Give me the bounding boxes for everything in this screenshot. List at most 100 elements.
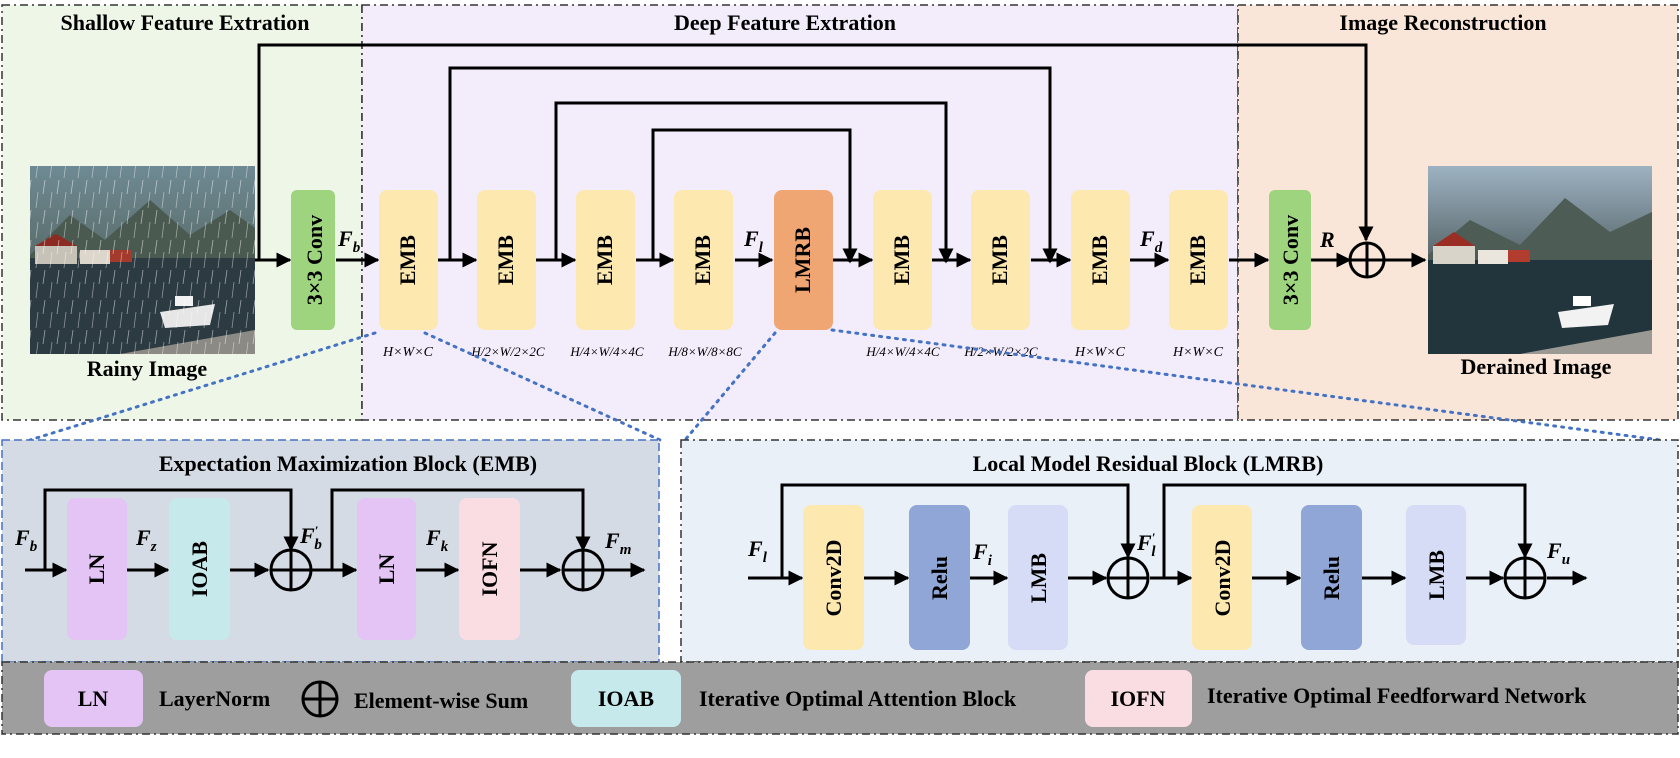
emb-feat-fk: Fk xyxy=(425,525,449,555)
shallow-conv-block: 3×3 Conv xyxy=(291,190,335,330)
derained-image-label: Derained Image xyxy=(1461,354,1612,379)
dim-4: H/8×W/8×8C xyxy=(667,344,741,359)
feat-fb: Fb xyxy=(337,226,361,256)
emb-label: EMB xyxy=(987,235,1012,285)
recon-conv-label: 3×3 Conv xyxy=(1278,215,1303,305)
global-skip xyxy=(257,43,1374,260)
dim-1: H×W×C xyxy=(382,345,434,360)
sum-node xyxy=(1348,241,1386,279)
lmrb-feat-fu: Fu xyxy=(1546,538,1570,568)
lmrb-panel-title: Local Model Residual Block (LMRB) xyxy=(973,451,1324,476)
lmrb-conv2d-2: Conv2D xyxy=(1192,505,1252,650)
emb-block-6: EMB xyxy=(971,190,1030,330)
emb-block-7: EMB xyxy=(1071,190,1130,330)
emb-ln-1: LN xyxy=(67,498,127,640)
emb-feat-fb: Fb xyxy=(14,525,38,555)
lmrb-block: LMRB xyxy=(774,190,833,330)
emb-ln-2: LN xyxy=(357,498,416,640)
emb-sum-1 xyxy=(269,548,313,592)
ln-label: LN xyxy=(374,554,399,585)
lmrb-label: LMRB xyxy=(790,227,815,293)
lmrb-sum-2 xyxy=(1503,556,1547,600)
ioab-label: IOAB xyxy=(187,541,212,598)
legend-ln-label: LN xyxy=(78,686,109,711)
expand-line xyxy=(423,331,662,442)
legend-ioab-swatch: IOAB xyxy=(571,670,681,727)
emb-sum-2 xyxy=(561,548,605,592)
lmrb-relu-2: Relu xyxy=(1301,505,1362,650)
legend-sum-desc: Element-wise Sum xyxy=(354,688,528,713)
emb-block-8: EMB xyxy=(1169,190,1228,330)
relu-label: Relu xyxy=(927,556,952,600)
lmrb-lmb-1: LMB xyxy=(1008,505,1068,650)
emb-feat-fz: Fz xyxy=(135,525,157,555)
emb-label: EMB xyxy=(1185,235,1210,285)
legend-ln-swatch: LN xyxy=(44,670,143,727)
emb-block-4: EMB xyxy=(674,190,733,330)
recon-conv-block: 3×3 Conv xyxy=(1269,190,1311,330)
emb-panel-title: Expectation Maximization Block (EMB) xyxy=(159,451,537,476)
lmb-label: LMB xyxy=(1424,550,1449,600)
emb-block-1: EMB xyxy=(379,190,438,330)
skip-2 xyxy=(554,101,954,264)
legend-ioab-label: IOAB xyxy=(598,686,655,711)
emb-skip-1 xyxy=(43,488,299,570)
legend-iofn-swatch: IOFN xyxy=(1085,670,1192,727)
dim-8: H×W×C xyxy=(1172,345,1224,360)
legend-sum-icon xyxy=(301,680,339,718)
lmrb-feat-fl-prime: F′l xyxy=(1136,530,1156,560)
expand-line xyxy=(830,328,1662,442)
legend-ioab-desc: Iterative Optimal Attention Block xyxy=(699,686,1017,711)
derained-image xyxy=(1428,166,1652,354)
emb-block-5: EMB xyxy=(873,190,932,330)
emb-ioab: IOAB xyxy=(169,498,230,640)
emb-label: EMB xyxy=(690,235,715,285)
feat-r: R xyxy=(1319,227,1335,252)
legend-iofn-desc: Iterative Optimal Feedforward Network xyxy=(1207,683,1587,708)
emb-block-2: EMB xyxy=(477,190,536,330)
emb-iofn: IOFN xyxy=(459,498,520,640)
expand-line xyxy=(683,331,777,442)
lmrb-lmb-2: LMB xyxy=(1406,505,1466,645)
ln-label: LN xyxy=(84,554,109,585)
emb-label: EMB xyxy=(1087,235,1112,285)
conv2d-label: Conv2D xyxy=(1210,539,1235,616)
dim-7: H×W×C xyxy=(1074,345,1126,360)
lmrb-skip-1 xyxy=(780,483,1136,578)
lmrb-skip-2 xyxy=(1162,483,1533,578)
feat-fd: Fd xyxy=(1139,226,1163,256)
emb-label: EMB xyxy=(889,235,914,285)
emb-block-3: EMB xyxy=(576,190,635,330)
lmrb-feat-fi: Fi xyxy=(972,539,993,569)
lmb-label: LMB xyxy=(1026,553,1051,603)
lmrb-conv2d-1: Conv2D xyxy=(803,505,864,650)
recon-title: Image Reconstruction xyxy=(1339,10,1546,35)
emb-label: EMB xyxy=(493,235,518,285)
shallow-title: Shallow Feature Extration xyxy=(61,10,310,35)
dim-5: H/4×W/4×4C xyxy=(865,344,939,359)
skip-3 xyxy=(651,128,858,264)
conv2d-label: Conv2D xyxy=(821,539,846,616)
skip-1 xyxy=(448,66,1058,264)
legend-iofn-label: IOFN xyxy=(1111,686,1166,711)
rainy-image-label: Rainy Image xyxy=(87,356,208,381)
dim-2: H/2×W/2×2C xyxy=(470,344,544,359)
feat-fl: Fl xyxy=(743,226,764,256)
emb-feat-fb-prime: F′b xyxy=(299,523,322,553)
emb-feat-fm: Fm xyxy=(604,528,631,558)
iofn-label: IOFN xyxy=(477,541,502,596)
emb-label: EMB xyxy=(395,235,420,285)
lmrb-relu-1: Relu xyxy=(909,505,970,650)
emb-label: EMB xyxy=(592,235,617,285)
lmrb-sum-1 xyxy=(1106,556,1150,600)
shallow-conv-label: 3×3 Conv xyxy=(302,215,327,305)
relu-label: Relu xyxy=(1319,556,1344,600)
legend-ln-desc: LayerNorm xyxy=(159,686,270,711)
legend-bar xyxy=(1,661,1679,735)
deep-title: Deep Feature Extration xyxy=(674,10,896,35)
rainy-image xyxy=(30,166,255,354)
lmrb-feat-fl: Fl xyxy=(747,536,768,566)
dim-3: H/4×W/4×4C xyxy=(569,344,643,359)
emb-skip-2 xyxy=(330,488,591,570)
